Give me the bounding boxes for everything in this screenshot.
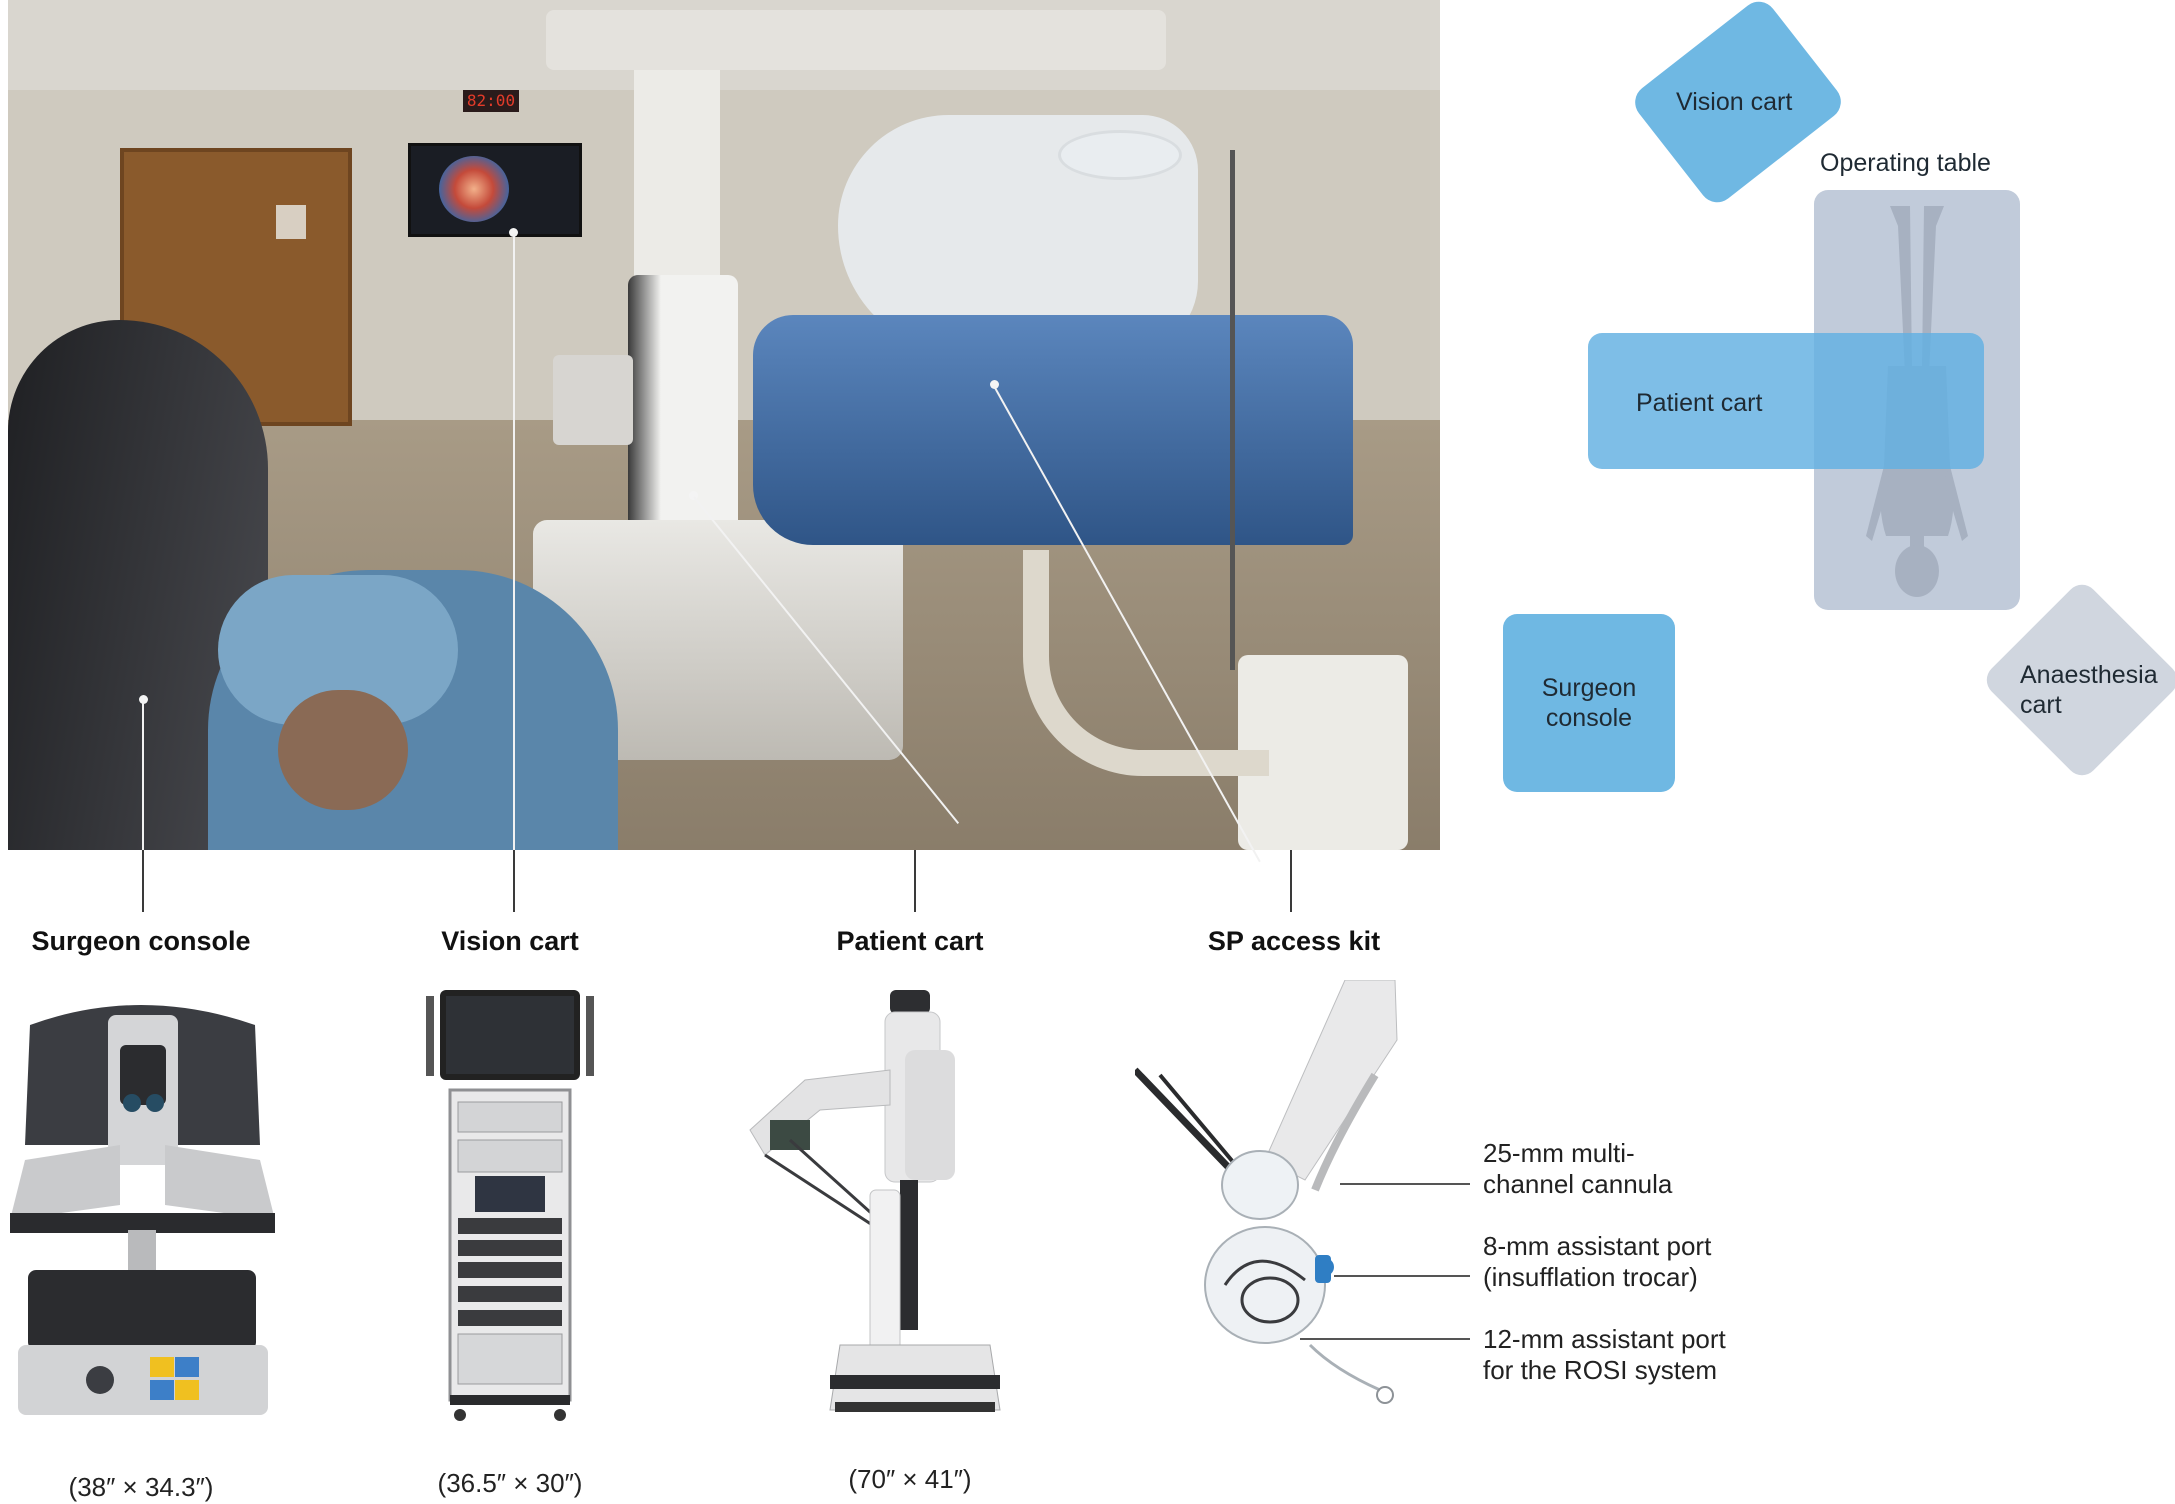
heading-vision-cart: Vision cart	[441, 926, 579, 956]
leader-vision-cart	[513, 850, 515, 912]
layout-operating-table-label: Operating table	[1820, 149, 1991, 177]
callout-cannula-line1: 25-mm multi-	[1483, 1138, 1635, 1168]
leader-access-kit	[1290, 850, 1292, 912]
callout-insufflation-line1: 8-mm assistant port	[1483, 1231, 1712, 1261]
layout-anaesthesia-line1: Anaesthesia	[2020, 661, 2158, 689]
blue-drape	[753, 315, 1353, 545]
dims-vision-cart: (36.5″ × 30″)	[437, 1468, 583, 1498]
surgeon-console-illustration	[10, 1005, 275, 1415]
heading-patient-cart: Patient cart	[836, 926, 984, 956]
callout-rosi-port-line1: 12-mm assistant port	[1483, 1324, 1726, 1354]
door-sign	[276, 205, 306, 239]
layout-surgeon-console-zone: Surgeon console	[1503, 614, 1675, 792]
callout-rosi-port: 12-mm assistant port for the ROSI system	[1483, 1324, 1726, 1386]
dims-surgeon-console: (38″ × 34.3″)	[68, 1472, 214, 1502]
layout-vision-cart-label: Vision cart	[1676, 88, 1793, 116]
operating-room-photo: 82:00	[8, 0, 1440, 850]
leader-surgeon-console	[142, 850, 144, 912]
dims-patient-cart: (70″ × 41″)	[848, 1464, 972, 1494]
access-kit-illustration	[1135, 980, 1398, 1404]
callout-line-cannula	[1340, 1183, 1470, 1185]
leader-photo-vision-cart	[513, 233, 515, 850]
layout-surgeon-console-line1: Surgeon	[1541, 674, 1637, 702]
layout-anaesthesia-label: Anaesthesia cart	[2020, 660, 2158, 720]
callout-line-insufflation	[1334, 1275, 1470, 1277]
ceiling-boom	[546, 10, 1166, 70]
leader-dot-vision-cart	[509, 228, 518, 237]
boom-column	[634, 70, 720, 290]
vision-cart-illustration	[426, 990, 594, 1421]
leader-patient-cart	[914, 850, 916, 912]
callout-cannula: 25-mm multi- channel cannula	[1483, 1138, 1672, 1200]
heading-surgeon-console: Surgeon console	[31, 926, 251, 956]
vision-cart-photo	[553, 355, 633, 445]
leader-dot-access-kit	[990, 380, 999, 389]
callout-rosi-port-line2: for the ROSI system	[1483, 1355, 1718, 1385]
callout-insufflation: 8-mm assistant port (insufflation trocar…	[1483, 1231, 1711, 1293]
leader-photo-surgeon-console	[142, 700, 144, 850]
layout-patient-cart-label: Patient cart	[1636, 389, 1763, 417]
surgeon-head	[278, 690, 408, 810]
callout-cannula-line2: channel cannula	[1483, 1169, 1673, 1199]
leader-dot-patient-cart	[689, 491, 698, 500]
callout-insufflation-line2: (insufflation trocar)	[1483, 1262, 1698, 1292]
callout-line-rosi-port	[1300, 1338, 1470, 1340]
wall-monitor	[408, 143, 582, 237]
iv-pole	[1230, 150, 1235, 670]
heading-access-kit: SP access kit	[1207, 926, 1381, 956]
layout-anaesthesia-line2: cart	[2020, 691, 2062, 719]
layout-surgeon-console-line2: console	[1545, 704, 1633, 732]
patient-cart-illustration	[749, 990, 1001, 1412]
leader-dot-surgeon-console	[139, 695, 148, 704]
layout-patient-cart-zone	[1588, 333, 1984, 469]
digital-clock: 82:00	[463, 90, 519, 112]
